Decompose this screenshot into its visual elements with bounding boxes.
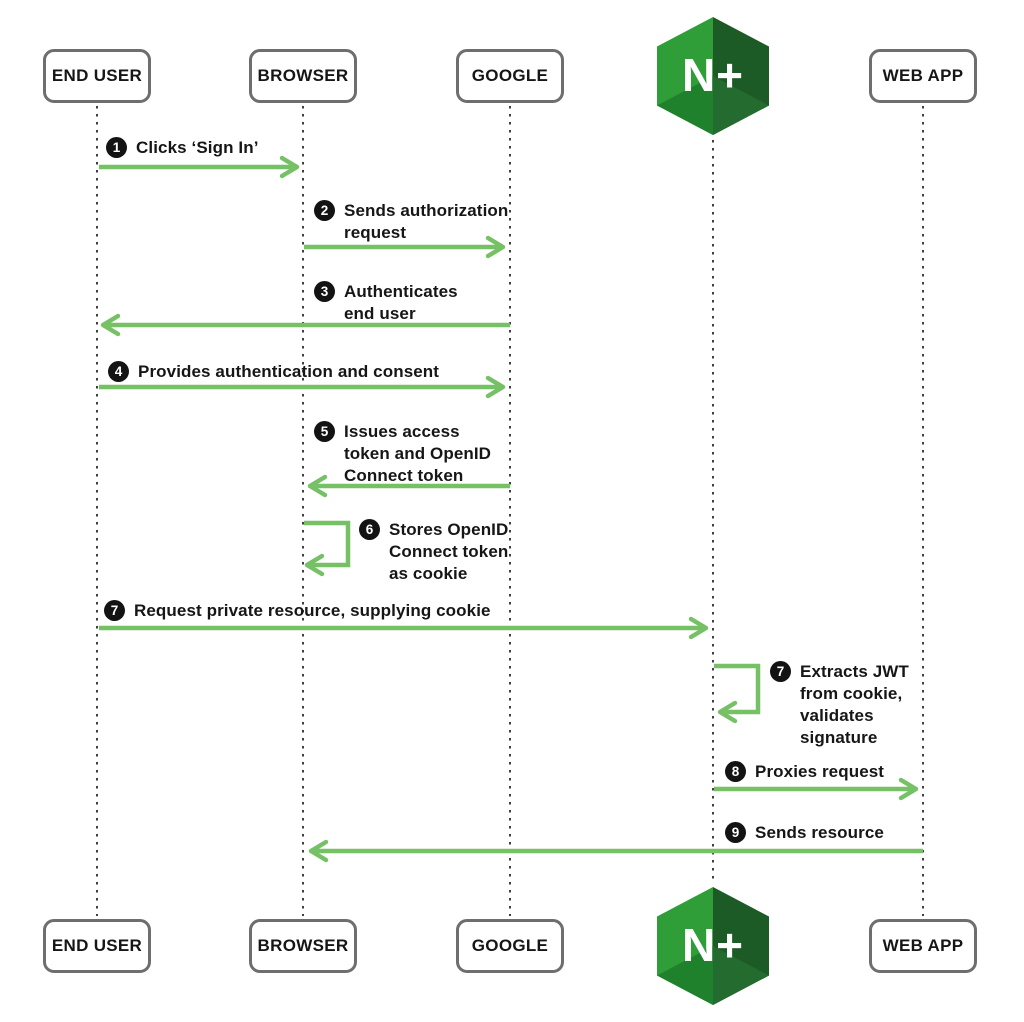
nginx-plus-logo-text: N+	[682, 919, 744, 971]
nginx-plus-logo-text: N+	[682, 49, 744, 101]
message-number-badge: 7	[104, 600, 125, 621]
message-number-badge: 9	[725, 822, 746, 843]
actor-google-bottom: GOOGLE	[456, 919, 564, 973]
message-4: 4 Provides authentication and consent	[108, 361, 439, 383]
nginx-plus-logo-bottom: N+	[657, 887, 769, 1005]
message-text: Extracts JWT from cookie, validates sign…	[800, 662, 909, 747]
lifeline-nginx-plus	[712, 140, 714, 884]
message-text: Sends authorization request	[344, 201, 509, 242]
lifeline-google	[509, 106, 511, 916]
actor-label: GOOGLE	[471, 936, 549, 955]
message-text: Provides authentication and consent	[138, 362, 440, 381]
message-text: Sends resource	[755, 823, 884, 842]
message-number-badge: 3	[314, 281, 335, 302]
actor-browser-bottom: BROWSER	[249, 919, 357, 973]
lifeline-web-app	[922, 106, 924, 916]
message-text: Request private resource, supplying cook…	[134, 601, 491, 620]
message-text: Stores OpenID Connect token as cookie	[389, 520, 509, 583]
message-text: Proxies request	[755, 762, 885, 781]
message-text: Clicks ‘Sign In’	[136, 138, 259, 157]
actor-web-app-top: WEB APP	[869, 49, 977, 103]
message-8: 8 Proxies request	[725, 761, 884, 783]
message-number-badge: 7	[770, 661, 791, 682]
message-number-badge: 5	[314, 421, 335, 442]
actor-label: WEB APP	[882, 66, 964, 85]
message-7b: 7 Extracts JWT from cookie, validates si…	[770, 661, 909, 749]
message-9: 9 Sends resource	[725, 822, 884, 844]
message-2: 2 Sends authorization request	[314, 200, 508, 244]
message-number-badge: 4	[108, 361, 129, 382]
message-5: 5 Issues access token and OpenID Connect…	[314, 421, 491, 487]
actor-label: BROWSER	[257, 936, 349, 955]
arrow-stores-token-self-loop	[304, 520, 351, 577]
message-number-badge: 6	[359, 519, 380, 540]
message-number-badge: 8	[725, 761, 746, 782]
actor-label: GOOGLE	[471, 66, 549, 85]
actor-end-user-bottom: END USER	[43, 919, 151, 973]
actor-end-user-top: END USER	[43, 49, 151, 103]
actor-browser-top: BROWSER	[249, 49, 357, 103]
arrow-extracts-jwt-self-loop	[714, 663, 761, 724]
actor-label: END USER	[51, 66, 143, 85]
message-number-badge: 1	[106, 137, 127, 158]
message-6: 6 Stores OpenID Connect token as cookie	[359, 519, 508, 585]
lifeline-browser	[302, 106, 304, 916]
message-text: Issues access token and OpenID Connect t…	[344, 422, 492, 485]
actor-label: END USER	[51, 936, 143, 955]
actor-web-app-bottom: WEB APP	[869, 919, 977, 973]
message-text: Authenticates end user	[344, 282, 458, 323]
lifeline-end-user	[96, 106, 98, 916]
message-1: 1 Clicks ‘Sign In’	[106, 137, 259, 159]
actor-label: BROWSER	[257, 66, 349, 85]
message-number-badge: 2	[314, 200, 335, 221]
message-7: 7 Request private resource, supplying co…	[104, 600, 491, 622]
message-3: 3 Authenticates end user	[314, 281, 458, 325]
nginx-plus-logo-top: N+	[657, 17, 769, 135]
actor-label: WEB APP	[882, 936, 964, 955]
actor-google-top: GOOGLE	[456, 49, 564, 103]
